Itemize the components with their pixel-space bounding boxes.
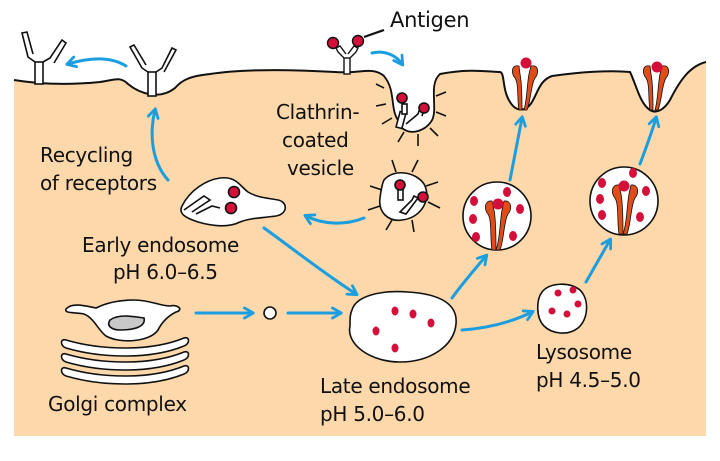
late-endosome xyxy=(348,290,457,363)
mhc-vesicle-1 xyxy=(462,181,532,251)
transport-vesicle xyxy=(263,306,277,320)
arrow-mhc-vesicle-2-to-surface xyxy=(638,118,656,166)
arrow-recycle-to-surface xyxy=(68,59,128,66)
late-endosome-label: Late endosome xyxy=(320,374,471,398)
clathrin-label-line2: coated xyxy=(282,128,349,152)
recycled-receptor-left xyxy=(21,31,68,85)
arrow-mhc-vesicle-1-to-surface xyxy=(508,118,522,182)
clathrin-coated-pit xyxy=(375,73,447,146)
early-endosome xyxy=(180,176,287,227)
recycling-label-line2: of receptors xyxy=(40,171,157,195)
mhc-vesicle-2 xyxy=(589,166,659,236)
late-endosome-ph: pH 5.0–6.0 xyxy=(320,402,425,426)
recycling-label-line1: Recycling xyxy=(40,143,133,167)
arrow-late-endosome-to-lysosome xyxy=(460,312,532,332)
antigen-label: Antigen xyxy=(390,8,470,32)
lysosome-label: Lysosome xyxy=(536,340,632,364)
arrow-early-endosome-to-pit xyxy=(152,110,170,182)
clathrin-label-line1: Clathrin- xyxy=(276,100,360,124)
lysosome xyxy=(536,283,588,334)
surface-mhc-1 xyxy=(511,57,539,111)
arrow-late-endosome-to-mhc-vesicle-1 xyxy=(450,256,486,300)
golgi-label: Golgi complex xyxy=(48,392,187,416)
surface-mhc-2 xyxy=(642,61,670,111)
arrow-vesicle-to-early-endosome xyxy=(306,216,366,223)
arrow-antigen-to-pit xyxy=(370,50,402,64)
early-endosome-ph: pH 6.0–6.5 xyxy=(113,260,218,284)
antigen-pointer-line xyxy=(363,28,385,39)
clathrin-label-line3: vesicle xyxy=(287,156,354,180)
clathrin-coated-vesicle xyxy=(367,159,441,233)
antigen-bound-receptor xyxy=(326,34,365,75)
early-endosome-label: Early endosome xyxy=(82,233,240,257)
arrow-early-to-late-endosome xyxy=(262,226,356,294)
arrow-lysosome-to-mhc-vesicle-2 xyxy=(584,240,610,284)
lysosome-ph: pH 4.5–5.0 xyxy=(536,368,641,392)
receptor-in-pit xyxy=(128,43,178,97)
golgi-complex xyxy=(60,299,190,385)
